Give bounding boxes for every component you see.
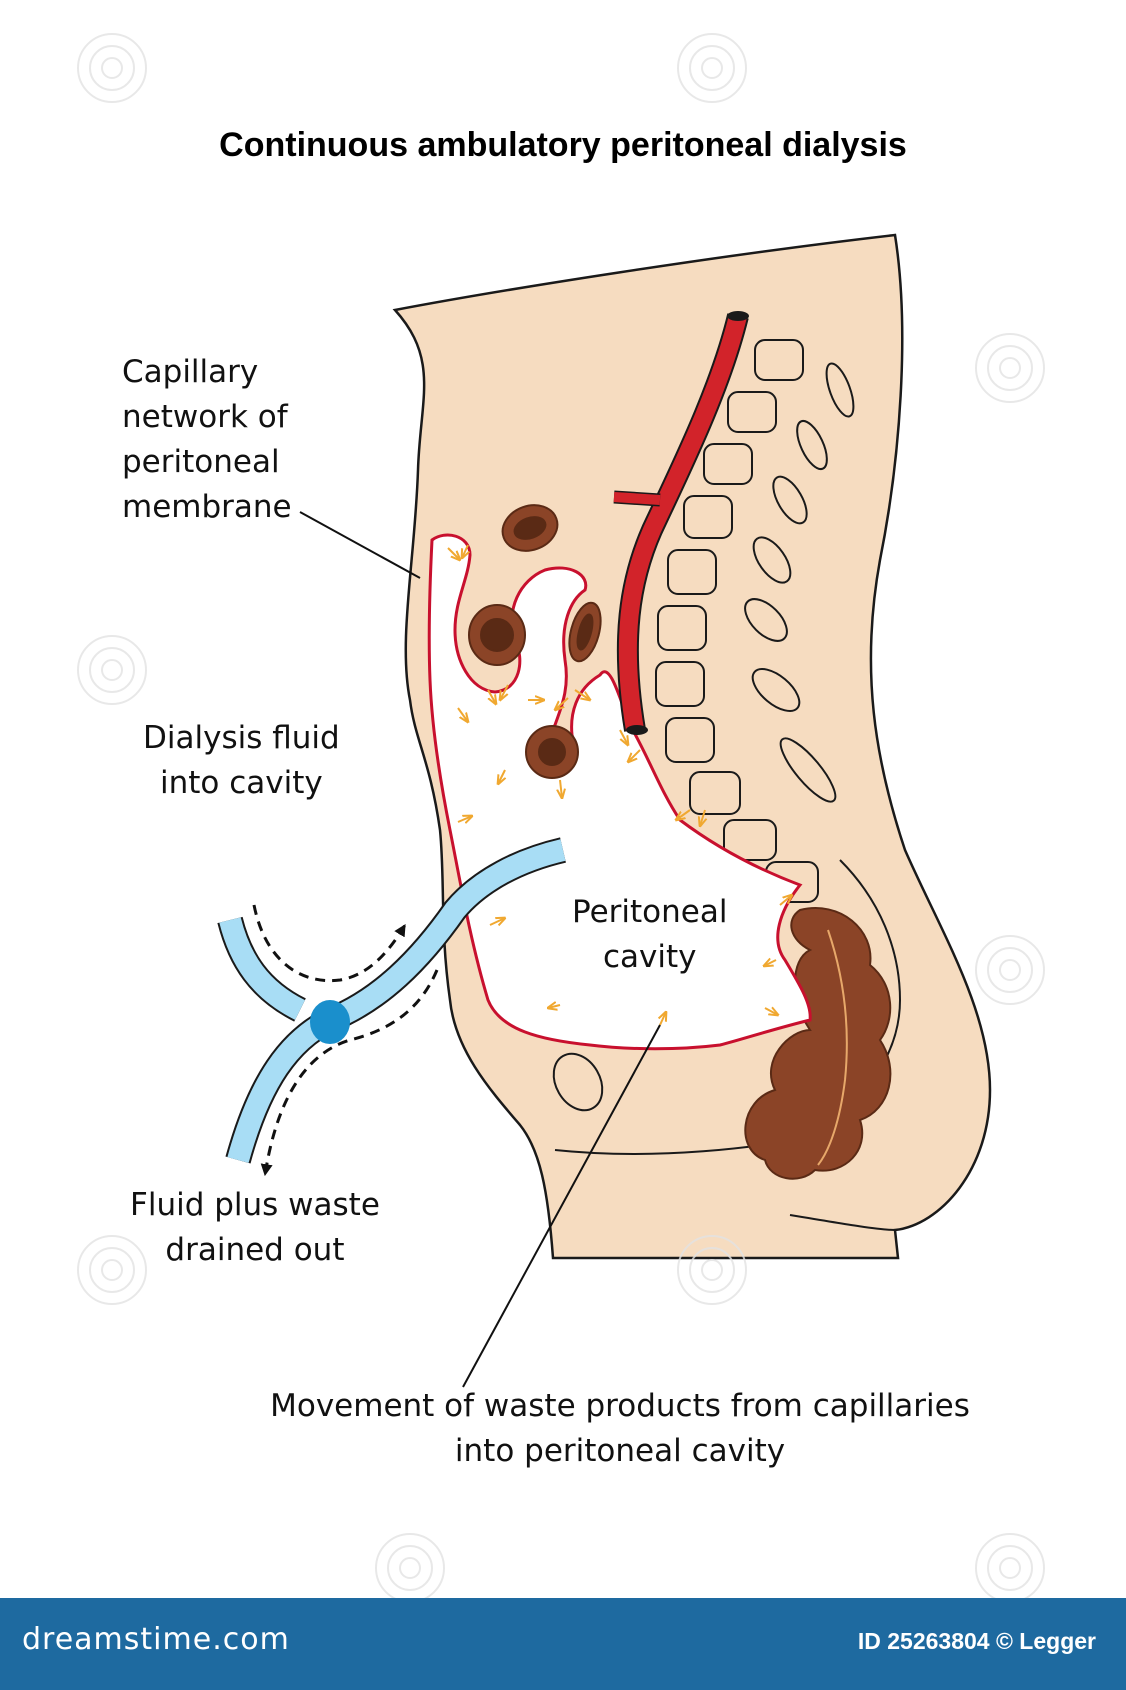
spine — [552, 339, 902, 1112]
leader-lines — [299, 511, 661, 1388]
organ-sections — [468, 504, 602, 779]
diagram-title: Continuous ambulatory peritoneal dialysi… — [219, 126, 907, 164]
spiral-watermark-icon — [77, 33, 1045, 1603]
dialysis-fluid-label: Dialysis fluid into cavity — [143, 720, 340, 801]
waste-movement-label: Movement of waste products from capillar… — [270, 1388, 970, 1469]
footer-bar: dreamstime.com ID 25263804 © Legger — [0, 1598, 1126, 1690]
peritoneal-cavity-label: Peritoneal cavity — [572, 894, 728, 975]
fluid-drained-label: Fluid plus waste drained out — [130, 1187, 380, 1268]
dreamstime-logo[interactable]: dreamstime.com — [22, 1622, 290, 1657]
image-id-credit: ID 25263804 © Legger — [857, 1628, 1096, 1654]
fluid-direction-arrows — [252, 904, 439, 1177]
aorta — [613, 311, 749, 735]
catheter — [217, 837, 567, 1164]
catheter-cuff — [310, 1000, 350, 1044]
capillary-network-label: Capillary network of peritoneal membrane — [122, 354, 292, 525]
waste-flow-arrows — [447, 544, 792, 1026]
